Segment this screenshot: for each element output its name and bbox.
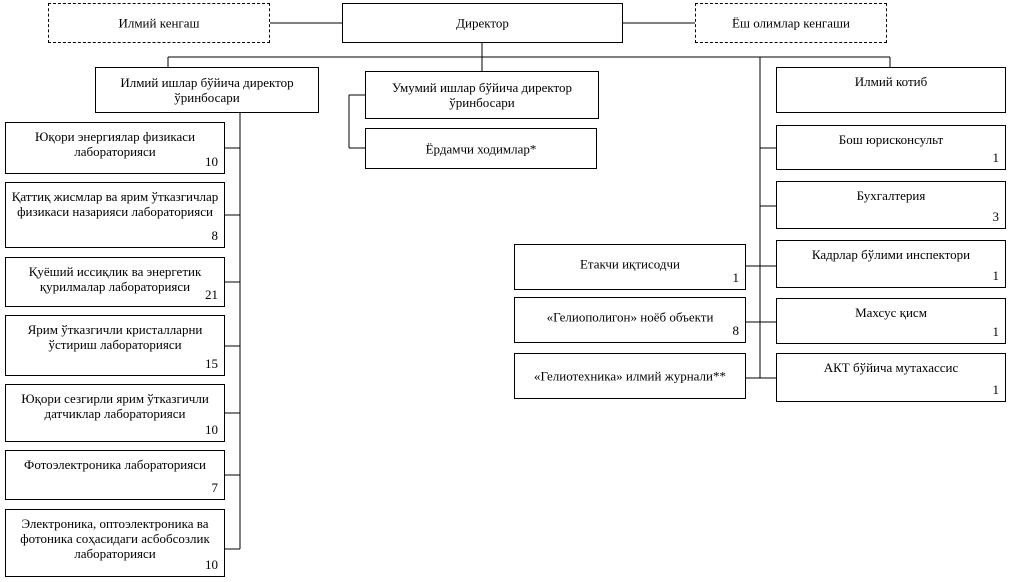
- director-label: Директор: [456, 15, 509, 31]
- lab-box: Қаттиқ жисмлар ва ярим ўтказгичлар физик…: [5, 182, 225, 248]
- lab-count: 8: [211, 228, 219, 243]
- right-unit-count: 3: [992, 209, 1000, 224]
- right-unit-label: Бухгалтерия: [856, 188, 926, 203]
- general-deputy-box: Умумий ишлар бўйича директор ўринбосари: [365, 71, 599, 119]
- mid-unit-count: 8: [732, 323, 740, 338]
- mid-unit-label: «Гелиотехника» илмий журнали**: [533, 368, 726, 384]
- scientific-council-box: Илмий кенгаш: [48, 3, 270, 43]
- lab-label: Фотоэлектроника лабораторияси: [24, 457, 206, 472]
- right-unit-box: Бош юрисконсульт 1: [776, 125, 1006, 170]
- right-unit-label: АКТ бўйича мутахассис: [823, 360, 959, 375]
- right-unit-box: Махсус қисм 1: [776, 298, 1006, 344]
- lab-count: 21: [205, 287, 218, 302]
- lab-label: Қуёший иссиқлик ва энергетик қурилмалар …: [28, 264, 202, 294]
- lab-count: 10: [205, 422, 218, 437]
- right-unit-box: Илмий котиб: [776, 67, 1006, 113]
- mid-unit-box: «Гелиополигон» ноёб объекти 8: [514, 297, 746, 343]
- right-unit-count: 1: [992, 268, 1000, 283]
- scientific-council-label: Илмий кенгаш: [118, 15, 200, 31]
- lab-box: Юқори сезгирли ярим ўтказгичли датчиклар…: [5, 384, 225, 442]
- mid-unit-box: «Гелиотехника» илмий журнали**: [514, 353, 746, 399]
- mid-unit-label: Етакчи иқтисодчи: [579, 256, 681, 272]
- lab-box: Ярим ўтказгичли кристалларни ўстириш лаб…: [5, 315, 225, 376]
- right-unit-box: АКТ бўйича мутахассис 1: [776, 353, 1006, 402]
- right-unit-label: Бош юрисконсульт: [838, 132, 944, 147]
- lab-label: Юқори энергиялар физикаси лабораторияси: [34, 129, 196, 159]
- lab-label: Қаттиқ жисмлар ва ярим ўтказгичлар физик…: [11, 189, 219, 219]
- lab-box: Қуёший иссиқлик ва энергетик қурилмалар …: [5, 257, 225, 307]
- director-box: Директор: [342, 3, 623, 43]
- right-unit-label: Илмий котиб: [854, 74, 928, 89]
- lab-count: 15: [205, 356, 218, 371]
- support-staff-label: Ёрдамчи ходимлар*: [425, 141, 537, 156]
- mid-unit-count: 1: [732, 270, 740, 285]
- mid-unit-box: Етакчи иқтисодчи 1: [514, 244, 746, 290]
- lab-box: Юқори энергиялар физикаси лабораторияси …: [5, 122, 225, 174]
- lab-count: 10: [205, 557, 218, 572]
- right-unit-label: Махсус қисм: [855, 305, 927, 320]
- young-scientists-council-label: Ёш олимлар кенгаши: [732, 15, 850, 31]
- science-deputy-box: Илмий ишлар бўйича директор ўринбосари: [95, 67, 319, 113]
- general-deputy-label: Умумий ишлар бўйича директор ўринбосари: [391, 80, 573, 110]
- lab-label: Электроника, оптоэлектроника ва фотоника…: [20, 516, 210, 561]
- lab-count: 10: [205, 154, 218, 169]
- lab-box: Электроника, оптоэлектроника ва фотоника…: [5, 509, 225, 577]
- young-scientists-council-box: Ёш олимлар кенгаши: [695, 3, 887, 43]
- support-staff-box: Ёрдамчи ходимлар*: [365, 128, 597, 169]
- right-unit-box: Кадрлар бўлими инспектори 1: [776, 240, 1006, 288]
- right-unit-count: 1: [992, 382, 1000, 397]
- lab-box: Фотоэлектроника лабораторияси 7: [5, 450, 225, 500]
- right-unit-count: 1: [992, 324, 1000, 339]
- science-deputy-label: Илмий ишлар бўйича директор ўринбосари: [120, 75, 294, 105]
- right-unit-count: 1: [992, 150, 1000, 165]
- mid-unit-label: «Гелиополигон» ноёб объекти: [546, 309, 714, 325]
- right-unit-box: Бухгалтерия 3: [776, 181, 1006, 229]
- right-unit-label: Кадрлар бўлими инспектори: [811, 247, 971, 262]
- lab-count: 7: [211, 480, 219, 495]
- lab-label: Ярим ўтказгичли кристалларни ўстириш лаб…: [27, 322, 203, 352]
- lab-label: Юқори сезгирли ярим ўтказгичли датчиклар…: [21, 391, 209, 421]
